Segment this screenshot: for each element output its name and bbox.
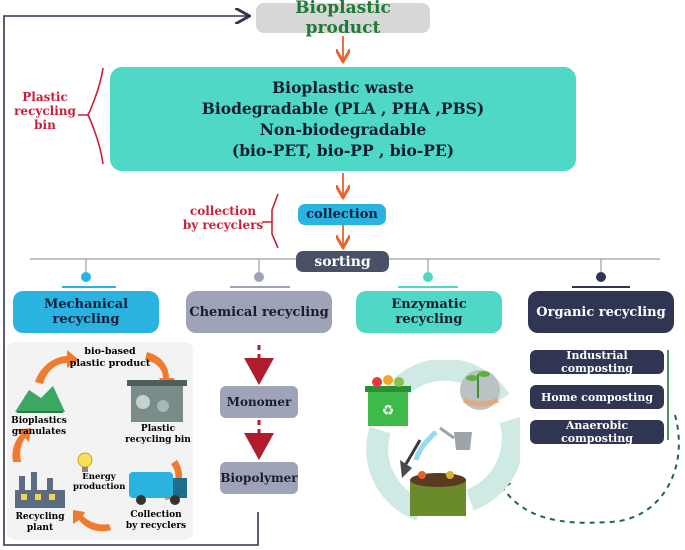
node-organic (596, 272, 606, 282)
enzymatic-compost-illustration: ♻ (365, 360, 520, 521)
industrial-composting-box: Industrial composting (530, 349, 664, 375)
collection-by-recyclers-label: collection by recyclers (182, 204, 264, 232)
svg-text:♻: ♻ (382, 403, 395, 419)
cycle-label-energy: Energy production (73, 472, 126, 492)
plastic-recycling-bin-label: Plastic recycling bin (14, 90, 76, 132)
node-mechanical (81, 272, 91, 282)
waste-line-4: (bio-PET, bio-PP , bio-PE) (231, 141, 455, 160)
cycle-label-collection: Collection by recyclers (125, 510, 187, 531)
bracket-recycling-bin (78, 67, 104, 165)
waste-line-1: Bioplastic waste (272, 78, 414, 97)
bioplastic-waste-box: Bioplastic waste Biodegradable (PLA , PH… (110, 67, 576, 171)
enzymatic-recycling-box: Enzymatic recycling (356, 291, 502, 333)
organic-recycling-box: Organic recycling (528, 291, 674, 333)
cycle-label-product: bio-based plastic product (69, 346, 151, 369)
monomer-box: Monomer (220, 386, 298, 418)
mechanical-cycle-art (12, 350, 187, 532)
cycle-label-granulates: Bioplastics granulates (11, 416, 67, 437)
collection-box: collection (298, 204, 386, 225)
mechanical-recycling-box: Mechanical recycling (13, 291, 159, 333)
bioplastic-product-box: Bioplastic product (256, 0, 430, 38)
compost-return-arrow (494, 414, 680, 524)
chemical-recycling-box: Chemical recycling (186, 291, 332, 333)
bracket-collection (262, 193, 279, 249)
home-composting-box: Home composting (530, 385, 664, 409)
node-enzymatic (423, 272, 433, 282)
return-loop-line (3, 16, 259, 546)
cycle-label-plant: Recycling plant (15, 512, 65, 533)
anaerobic-composting-box: Anaerobic composting (530, 419, 664, 445)
cycle-label-bin: Plastic recycling bin (125, 424, 191, 445)
bioplastic-product-label: Bioplastic product (295, 0, 391, 38)
biopolymer-box: Biopolymer (220, 462, 298, 494)
waste-line-3: Non-biodegradable (259, 120, 427, 139)
waste-line-2: Biodegradable (PLA , PHA ,PBS) (201, 99, 485, 118)
sorting-box: sorting (296, 251, 389, 272)
mechanical-cycle-panel: bio-based plastic product Bioplastics gr… (7, 342, 193, 540)
node-chemical (254, 272, 264, 282)
